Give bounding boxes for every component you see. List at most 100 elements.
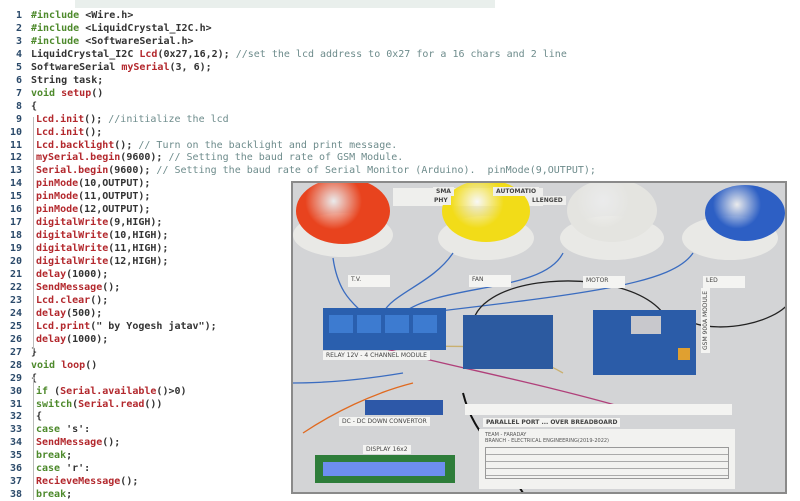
code-token: //initialize the lcd: [108, 113, 229, 125]
display-label: DISPLAY 16x2: [363, 445, 411, 454]
line-number: 34: [9, 437, 22, 449]
code-line[interactable]: }: [31, 346, 37, 359]
code-line[interactable]: digitalWrite(12,HIGH);: [36, 255, 168, 268]
code-line[interactable]: LiquidCrystal_I2C Lcd(0x27,16,2); //set …: [31, 48, 567, 61]
line-number: 10: [9, 126, 22, 138]
code-line[interactable]: Lcd.backlight(); // Turn on the backligh…: [36, 139, 397, 152]
code-line[interactable]: String task;: [31, 74, 103, 87]
code-line[interactable]: Lcd.init(); //initialize the lcd: [36, 113, 229, 126]
code-token: delay: [36, 307, 67, 319]
code-line[interactable]: digitalWrite(9,HIGH);: [36, 216, 162, 229]
code-token: (): [91, 87, 104, 99]
bulb-label: MOTOR: [583, 276, 625, 288]
code-token: case: [36, 424, 67, 436]
bulb-label: LED: [703, 276, 745, 288]
team-name: TEAM - FARADAY: [485, 432, 527, 438]
code-line[interactable]: switch(Serial.read()): [36, 398, 162, 411]
line-number: 30: [9, 385, 22, 397]
line-number: 21: [9, 269, 22, 280]
line-number: 11: [9, 139, 22, 151]
code-token: pinMode: [36, 178, 79, 190]
code-line[interactable]: {: [31, 372, 37, 385]
code-line[interactable]: delay(1000);: [36, 268, 108, 281]
code-line[interactable]: void loop(): [31, 359, 97, 372]
code-line[interactable]: if (Serial.available()>0): [36, 385, 187, 398]
title-fragment: AUTOMATIO: [493, 187, 540, 196]
code-line[interactable]: pinMode(10,OUTPUT);: [36, 177, 150, 190]
code-line[interactable]: case 's':: [36, 423, 90, 436]
team-info-sheet: TEAM - FARADAY BRANCH - ELECTRICAL ENGIN…: [479, 429, 735, 489]
code-line[interactable]: #include <Wire.h>: [31, 9, 133, 22]
line-number: 14: [9, 178, 22, 190]
line-number: 13: [9, 165, 22, 177]
code-line[interactable]: break;: [36, 449, 72, 462]
bulb-label: T.V.: [348, 275, 390, 287]
code-token: delay: [36, 269, 67, 280]
bulb: [705, 185, 785, 241]
code-token: void: [31, 359, 62, 371]
code-line[interactable]: Lcd.clear();: [36, 294, 108, 307]
code-line[interactable]: delay(500);: [36, 307, 102, 320]
dc-converter: [365, 400, 443, 415]
line-number: 15: [9, 191, 22, 203]
code-line[interactable]: SendMessage();: [36, 281, 120, 294]
code-token: <LiquidCrystal_I2C.h>: [85, 22, 212, 34]
code-token: {: [31, 100, 38, 112]
line-number: 8: [15, 100, 22, 112]
code-token: // Turn on the backlight and print messa…: [138, 139, 398, 151]
code-token: pinMode: [36, 191, 79, 203]
code-line[interactable]: SendMessage();: [36, 436, 120, 449]
team-branch: BRANCH - ELECTRICAL ENGINEERING(2019-202…: [485, 438, 610, 444]
code-token: Lcd: [139, 48, 158, 60]
code-line[interactable]: {: [36, 410, 42, 423]
line-number: 19: [9, 243, 22, 255]
line-number: 23: [9, 294, 22, 306]
code-line[interactable]: Lcd.init();: [36, 126, 102, 139]
line-number: 3: [15, 35, 22, 47]
code-line[interactable]: SoftwareSerial mySerial(3, 6);: [31, 61, 212, 74]
relay-label: RELAY 12V - 4 CHANNEL MODULE: [323, 351, 430, 360]
line-number: 20: [9, 256, 22, 268]
code-line[interactable]: Lcd.print(" by Yogesh jatav");: [36, 320, 217, 333]
code-line[interactable]: mySerial.begin(9600); // Setting the bau…: [36, 151, 403, 164]
code-token: <SoftwareSerial.h>: [85, 35, 194, 47]
code-line[interactable]: {: [31, 100, 37, 113]
code-line[interactable]: digitalWrite(11,HIGH);: [36, 242, 168, 255]
code-token: switch: [36, 398, 73, 410]
code-token: RecieveMessage: [36, 476, 121, 488]
code-token: void: [31, 87, 62, 99]
code-token: (" by Yogesh jatav");: [90, 320, 217, 332]
code-token: (0x27,16,2);: [157, 48, 236, 60]
code-line[interactable]: delay(1000);: [36, 333, 108, 346]
line-number: 26: [9, 333, 22, 345]
code-token: Lcd.init: [36, 126, 85, 138]
code-token: mySerial.begin: [36, 152, 121, 164]
converter-label: DC - DC DOWN CONVERTOR: [339, 417, 430, 426]
title-fragment: SMA: [433, 187, 454, 196]
code-line[interactable]: digitalWrite(10,HIGH);: [36, 229, 168, 242]
code-line[interactable]: case 'r':: [36, 462, 90, 475]
breadboard-label: PARALLEL PORT ... OVER BREADBOARD: [483, 418, 621, 427]
line-number: 2: [15, 22, 22, 34]
line-number: 7: [15, 87, 22, 99]
code-token: ();: [102, 437, 121, 449]
code-line[interactable]: #include <SoftwareSerial.h>: [31, 35, 194, 48]
code-line[interactable]: RecieveMessage();: [36, 475, 138, 488]
breadboard: [465, 404, 732, 415]
code-token: ();: [84, 113, 109, 125]
line-number: 35: [9, 450, 22, 462]
line-number: 31: [9, 398, 22, 410]
code-token: {: [36, 411, 43, 423]
code-token: if: [36, 385, 55, 397]
code-line[interactable]: Serial.begin(9600); // Setting the baud …: [36, 164, 596, 177]
code-line[interactable]: void setup(): [31, 87, 103, 100]
code-line[interactable]: break;: [36, 488, 72, 501]
line-number: 32: [9, 411, 22, 423]
code-line[interactable]: pinMode(11,OUTPUT);: [36, 190, 150, 203]
code-line[interactable]: pinMode(12,OUTPUT);: [36, 203, 150, 216]
line-number: 18: [9, 230, 22, 242]
line-number: 36: [9, 463, 22, 475]
code-line[interactable]: #include <LiquidCrystal_I2C.h>: [31, 22, 212, 35]
code-token: (9,HIGH);: [108, 217, 163, 229]
